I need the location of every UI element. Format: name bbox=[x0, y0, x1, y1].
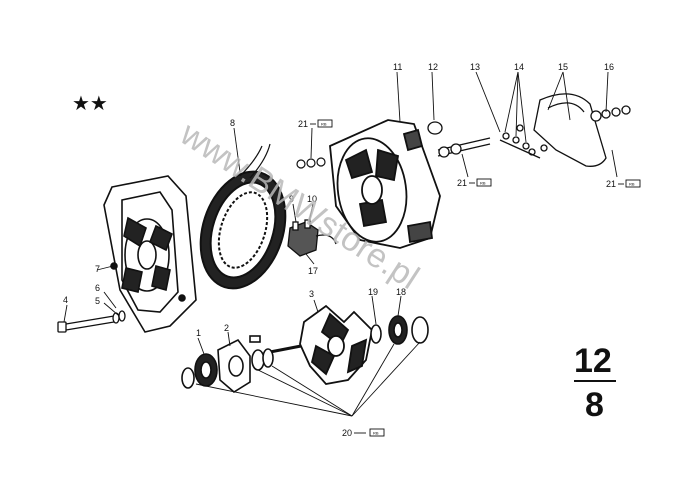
cap-and-pins bbox=[427, 121, 491, 158]
svg-text:RB: RB bbox=[321, 122, 327, 127]
svg-text:RB: RB bbox=[629, 182, 635, 187]
label-part-7: 7 bbox=[95, 264, 100, 274]
label-part-14: 14 bbox=[514, 62, 524, 72]
label-part-12: 12 bbox=[428, 62, 438, 72]
group-main-number: 12 bbox=[574, 342, 612, 380]
label-part-20: 20 bbox=[342, 428, 352, 438]
label-part-21b: 21 bbox=[457, 178, 467, 188]
label-part-19: 19 bbox=[368, 287, 378, 297]
svg-text:RB: RB bbox=[373, 431, 379, 436]
label-part-16: 16 bbox=[604, 62, 614, 72]
diode-plate-drawing bbox=[499, 93, 631, 167]
brush-holder-drawing bbox=[287, 219, 337, 257]
end-housing-drawing bbox=[103, 175, 197, 333]
svg-text:RB: RB bbox=[480, 181, 486, 186]
slip-ring-housing-drawing bbox=[329, 119, 441, 249]
label-part-5: 5 bbox=[95, 296, 100, 306]
bolt-drawing bbox=[57, 310, 126, 333]
label-part-17: 17 bbox=[308, 266, 318, 276]
label-part-3: 3 bbox=[309, 289, 314, 299]
label-part-15: 15 bbox=[558, 62, 568, 72]
tag-box-21c: RB bbox=[625, 179, 641, 188]
label-part-21a: 21 bbox=[298, 119, 308, 129]
stator-drawing bbox=[199, 143, 287, 290]
front-bearing-set bbox=[370, 315, 429, 345]
label-part-2: 2 bbox=[224, 323, 229, 333]
tag-box-21a: RB bbox=[317, 119, 333, 128]
star-marks: ★★ bbox=[72, 91, 108, 115]
label-part-9: 9 bbox=[289, 194, 294, 204]
label-part-1: 1 bbox=[196, 328, 201, 338]
label-part-13: 13 bbox=[470, 62, 480, 72]
label-part-10: 10 bbox=[307, 194, 317, 204]
label-part-4: 4 bbox=[63, 295, 68, 305]
label-part-11: 11 bbox=[393, 62, 402, 72]
tag-box-20: RB bbox=[369, 428, 385, 437]
label-part-21c: 21 bbox=[606, 179, 616, 189]
group-sub-number: 8 bbox=[585, 386, 604, 424]
rotor-drawing bbox=[269, 304, 373, 385]
rear-bearing-set bbox=[181, 335, 274, 393]
label-part-6: 6 bbox=[95, 283, 100, 293]
tag-box-21b: RB bbox=[476, 178, 492, 187]
label-part-18: 18 bbox=[396, 287, 406, 297]
label-dashes bbox=[310, 123, 624, 434]
leader-lines bbox=[63, 71, 618, 417]
group-number: 12 8 bbox=[574, 342, 616, 424]
washer-row bbox=[296, 157, 326, 169]
label-part-8: 8 bbox=[230, 118, 235, 128]
